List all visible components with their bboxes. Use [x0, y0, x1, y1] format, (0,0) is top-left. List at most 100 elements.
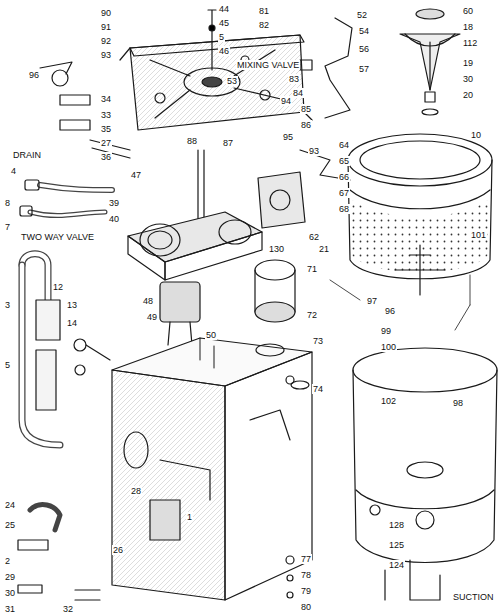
callout-number: 73	[312, 336, 324, 346]
callout-number: 54	[358, 26, 370, 36]
callout-number: 12	[52, 282, 64, 292]
callout-number: 8	[4, 198, 11, 208]
callout-number: 52	[356, 10, 368, 20]
callout-number: 92	[100, 36, 112, 46]
fill-hoses	[18, 254, 110, 593]
callout-number: 77	[300, 554, 312, 564]
transmission	[128, 150, 262, 345]
callout-number: 34	[100, 94, 112, 104]
callout-number: 32	[62, 604, 74, 614]
callout-number: 47	[130, 170, 142, 180]
callout-number: 93	[100, 50, 112, 60]
callout-number: 101	[470, 230, 487, 240]
callout-number: 30	[462, 74, 474, 84]
callout-number: 40	[108, 214, 120, 224]
callout-number: 25	[4, 520, 16, 530]
callout-number: 125	[388, 540, 405, 550]
callout-number: 90	[100, 8, 112, 18]
callout-number: 84	[292, 88, 304, 98]
drain-hoses	[20, 62, 130, 216]
callout-number: 39	[108, 198, 120, 208]
callout-number: 5	[218, 32, 225, 42]
part-label: TWO WAY VALVE	[20, 232, 95, 242]
callout-number: 35	[100, 124, 112, 134]
callout-number: 78	[300, 570, 312, 580]
callout-number: 56	[358, 44, 370, 54]
callout-number: 71	[306, 264, 318, 274]
callout-number: 96	[384, 306, 396, 316]
callout-number: 124	[388, 560, 405, 570]
outer-tub	[353, 348, 497, 600]
callout-number: 81	[258, 6, 270, 16]
callout-number: 27	[100, 138, 112, 148]
callout-number: 45	[218, 18, 230, 28]
callout-number: 67	[338, 188, 350, 198]
mounting-plate	[120, 35, 312, 130]
callout-number: 65	[338, 156, 350, 166]
callout-number: 20	[462, 90, 474, 100]
callout-number: 100	[380, 342, 397, 352]
callout-number: 14	[66, 318, 78, 328]
callout-number: 18	[462, 22, 474, 32]
pump-motor	[255, 172, 309, 389]
callout-number: 10	[470, 130, 482, 140]
callout-number: 82	[258, 20, 270, 30]
callout-number: 36	[100, 152, 112, 162]
callout-number: 26	[112, 545, 124, 555]
callout-number: 44	[218, 4, 230, 14]
callout-number: 96	[28, 70, 40, 80]
wash-basket	[348, 134, 492, 295]
callout-number: 33	[100, 110, 112, 120]
callout-number: 97	[366, 296, 378, 306]
agitator	[400, 9, 460, 115]
callout-number: 19	[462, 58, 474, 68]
callout-number: 48	[142, 296, 154, 306]
callout-number: 83	[288, 74, 300, 84]
callout-number: 31	[4, 604, 16, 614]
part-label: MIXING VALVE	[236, 60, 300, 70]
callout-number: 79	[300, 586, 312, 596]
callout-number: 93	[308, 146, 320, 156]
callout-number: 95	[282, 132, 294, 142]
callout-number: 29	[4, 572, 16, 582]
part-label: DRAIN	[12, 150, 42, 160]
callout-number: 46	[218, 46, 230, 56]
callout-number: 4	[10, 166, 17, 176]
leader-lines	[330, 275, 470, 330]
callout-number: 88	[186, 136, 198, 146]
callout-number: 66	[338, 172, 350, 182]
callout-number: 3	[4, 300, 11, 310]
callout-number: 49	[146, 312, 158, 322]
callout-number: 72	[306, 310, 318, 320]
callout-number: 5	[4, 360, 11, 370]
callout-number: 112	[462, 38, 478, 48]
callout-number: 85	[300, 104, 312, 114]
callout-number: 86	[300, 120, 312, 130]
callout-number: 68	[338, 204, 350, 214]
callout-number: 64	[338, 140, 350, 150]
callout-number: 80	[300, 602, 312, 612]
cabinet-base	[112, 338, 312, 600]
callout-number: 130	[268, 244, 285, 254]
hardware	[75, 556, 294, 600]
callout-number: 99	[380, 326, 392, 336]
callout-number: 1	[186, 512, 193, 522]
part-label: SUCTION	[452, 592, 495, 602]
water-inlet	[300, 18, 352, 180]
callout-number: 7	[4, 222, 11, 232]
callout-number: 50	[205, 330, 217, 340]
callout-number: 102	[380, 396, 397, 406]
callout-number: 2	[4, 556, 11, 566]
callout-number: 28	[130, 486, 142, 496]
callout-number: 53	[226, 76, 238, 86]
callout-number: 87	[222, 138, 234, 148]
callout-number: 21	[318, 244, 330, 254]
callout-number: 128	[388, 520, 405, 530]
callout-number: 74	[312, 384, 324, 394]
callout-number: 60	[462, 6, 474, 16]
callout-number: 98	[452, 398, 464, 408]
callout-number: 62	[308, 232, 320, 242]
callout-number: 94	[280, 96, 292, 106]
callout-number: 13	[66, 300, 78, 310]
